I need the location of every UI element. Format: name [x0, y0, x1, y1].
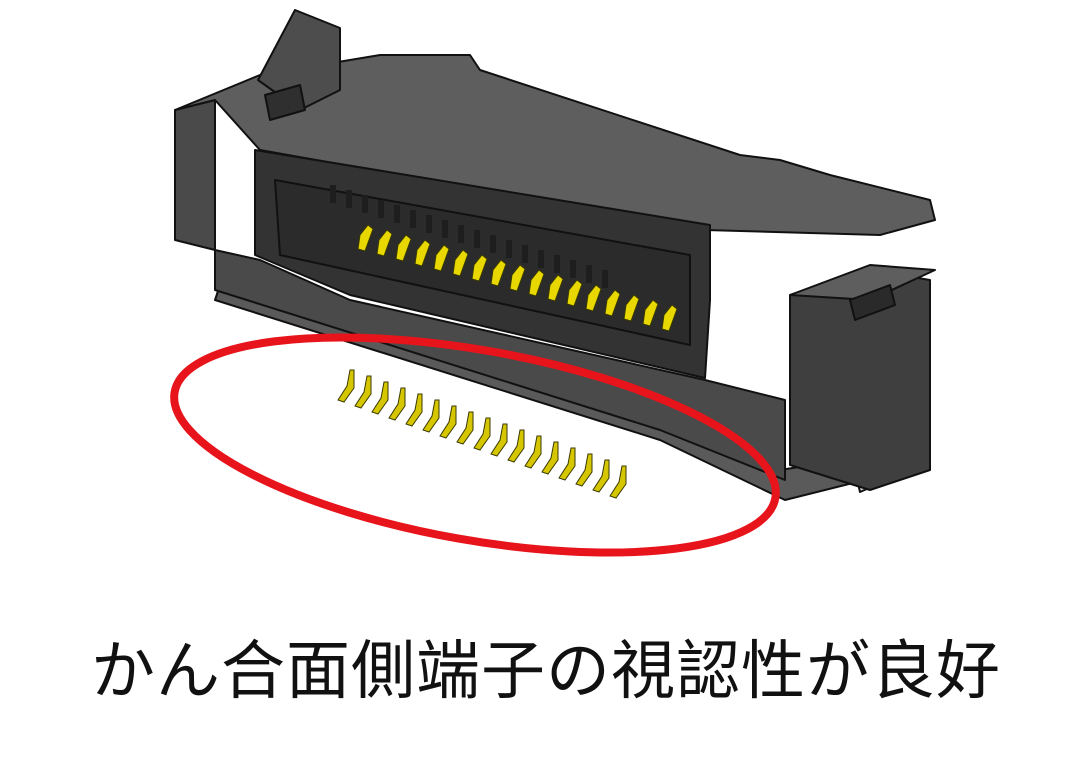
tail-contact: [473, 417, 491, 451]
inner-contact: [357, 224, 374, 252]
tail-contacts: [337, 369, 627, 499]
connector-illustration: [170, 9, 936, 557]
tail-contact: [575, 453, 593, 487]
right-tower-slot: [849, 284, 896, 321]
inner-contact: [547, 274, 564, 302]
tail-contact: [609, 465, 627, 499]
inner-contacts: [357, 224, 678, 332]
inner-contact: [471, 254, 488, 282]
tail-contact: [354, 375, 372, 409]
tail-contact: [371, 381, 389, 415]
inner-contact: [509, 264, 526, 292]
inner-contact: [395, 234, 412, 262]
right-tower-top: [789, 264, 936, 301]
inner-contact: [566, 279, 583, 307]
tail-contact: [422, 399, 440, 433]
tail-contact: [388, 387, 406, 421]
inner-contact: [642, 299, 659, 327]
caption: かん合面側端子の視認性が良好: [91, 635, 1001, 709]
inner-contact: [661, 304, 678, 332]
inner-contact: [490, 259, 507, 287]
inner-contact: [585, 284, 602, 312]
inner-contact: [414, 239, 431, 267]
tail-contact: [456, 411, 474, 445]
inner-contact: [452, 249, 469, 277]
tail-contact: [439, 405, 457, 439]
tail-contact: [490, 423, 508, 457]
tail-contact: [592, 459, 610, 493]
inner-contact: [376, 229, 393, 257]
highlight-ellipse: [170, 333, 780, 557]
tail-contact: [524, 435, 542, 469]
board-to-board-connector-icon: [174, 9, 936, 501]
cavity-slots: [330, 185, 608, 288]
tail-contact: [507, 429, 525, 463]
inner-contact: [528, 269, 545, 297]
tail-contact: [337, 369, 355, 403]
tail-contact: [405, 393, 423, 427]
inner-contact: [623, 294, 640, 322]
inner-contact: [604, 289, 621, 317]
inner-contact: [433, 244, 450, 272]
tail-contact: [558, 447, 576, 481]
left-tower-slot: [264, 84, 306, 121]
tail-contact: [541, 441, 559, 475]
